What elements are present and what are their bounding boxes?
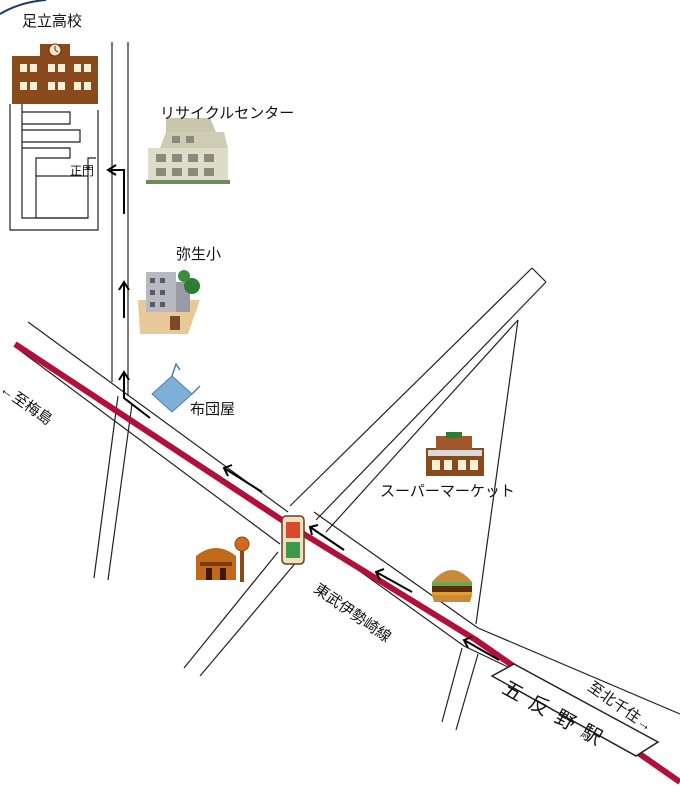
northeast-road — [289, 267, 547, 625]
school-road — [111, 42, 129, 396]
hamburger-icon — [432, 570, 472, 602]
route-arrow-icon — [375, 571, 413, 593]
south-roads — [183, 551, 479, 731]
school-building-icon — [12, 43, 98, 104]
recycle-center-label: リサイクルセンター — [160, 105, 295, 122]
route-arrow-icon — [223, 467, 263, 493]
supermarket-label: スーパーマーケット — [380, 483, 515, 500]
school-label: 足立高校 — [22, 13, 83, 30]
gate-label: 正門 — [70, 164, 95, 178]
traffic-signal-icon — [281, 515, 305, 565]
cafe-icon — [196, 536, 250, 582]
supermarket-icon — [426, 432, 484, 476]
route-arrow-icon — [463, 639, 500, 661]
main-street — [13, 321, 680, 715]
west-side-road — [93, 395, 133, 581]
corner-arc — [0, 0, 47, 15]
route-arrow-icon — [123, 372, 151, 419]
station-sign — [490, 663, 660, 757]
route-arrow-icon — [309, 526, 345, 551]
route-arrow-icon — [108, 169, 125, 214]
elementary-label: 弥生小 — [176, 246, 222, 263]
futon-shop-label: 布団屋 — [190, 401, 236, 418]
recycle-center-building-icon — [146, 118, 230, 184]
elementary-school-icon — [138, 270, 200, 334]
futon-icon — [151, 362, 201, 413]
route-arrows — [106, 164, 500, 661]
school-grounds — [9, 104, 99, 231]
